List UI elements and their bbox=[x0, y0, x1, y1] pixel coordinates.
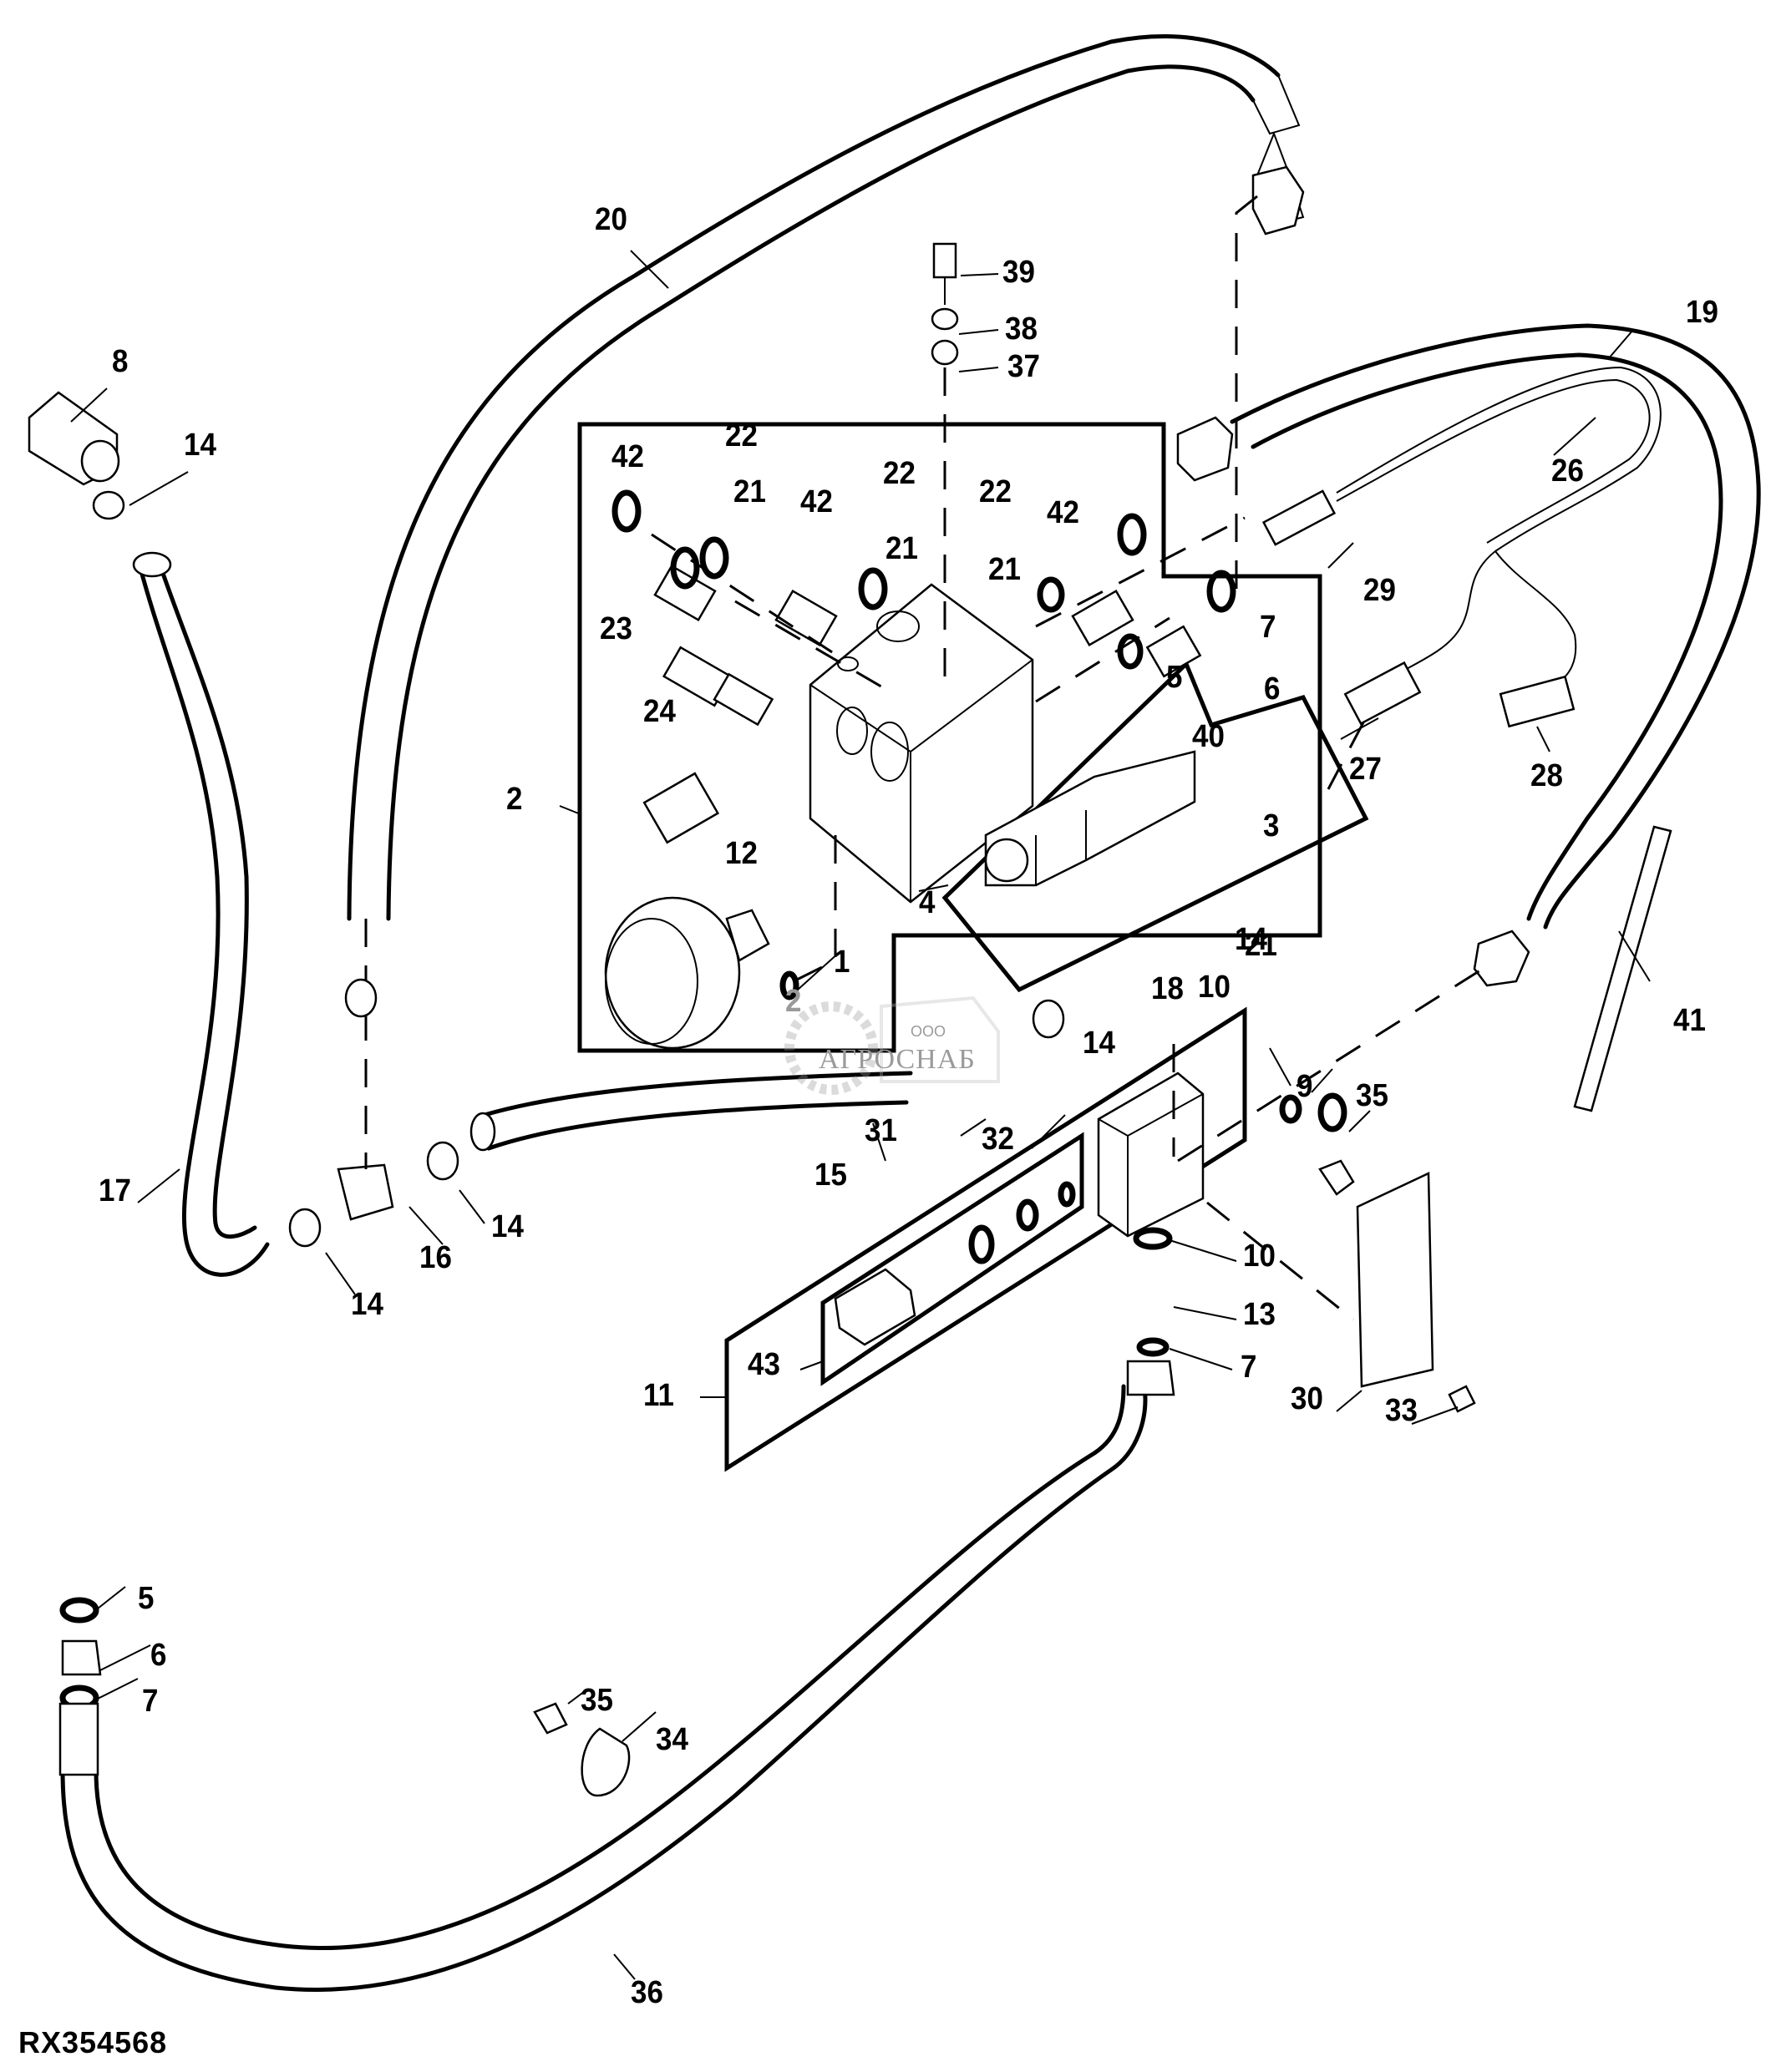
callout-5: 5 bbox=[138, 1581, 155, 1616]
callout-5: 5 bbox=[1166, 660, 1183, 695]
callout-43: 43 bbox=[748, 1347, 780, 1382]
callout-10: 10 bbox=[1243, 1239, 1276, 1274]
callout-32: 32 bbox=[982, 1122, 1014, 1157]
callout-8: 8 bbox=[112, 344, 129, 379]
callout-38: 38 bbox=[1005, 312, 1038, 347]
clamp-34 bbox=[533, 1702, 631, 1797]
watermark-prefix: ООО bbox=[911, 1023, 946, 1040]
callout-1: 1 bbox=[834, 945, 850, 980]
callout-23: 23 bbox=[600, 611, 632, 646]
callout-22: 22 bbox=[979, 474, 1012, 509]
cartridge-valves bbox=[642, 564, 1202, 844]
callout-22: 22 bbox=[883, 456, 916, 491]
hose-19 bbox=[1176, 323, 1761, 987]
callout-14: 14 bbox=[1235, 922, 1267, 957]
callout-15: 15 bbox=[814, 1158, 847, 1193]
callout-37: 37 bbox=[1007, 349, 1040, 384]
callout-7: 7 bbox=[142, 1684, 159, 1719]
hoses-17-15 bbox=[132, 551, 913, 1277]
callout-13: 13 bbox=[1243, 1297, 1276, 1332]
callout-20: 20 bbox=[595, 202, 627, 237]
wire-harness-26 bbox=[1261, 366, 1662, 728]
callout-21: 21 bbox=[885, 531, 918, 566]
solenoid-valve bbox=[984, 750, 1196, 887]
callout-28: 28 bbox=[1530, 758, 1563, 793]
callout-22: 22 bbox=[725, 418, 758, 453]
manifold-block bbox=[809, 583, 1034, 904]
callout-34: 34 bbox=[656, 1722, 688, 1757]
callout-3: 3 bbox=[1263, 808, 1280, 843]
accumulator bbox=[604, 896, 770, 1050]
callout-10: 10 bbox=[1198, 970, 1231, 1005]
hose-36 bbox=[58, 1360, 1175, 1993]
watermark-company-name: АГРОСНАБ bbox=[819, 1044, 976, 1075]
strip-41 bbox=[1573, 825, 1672, 1112]
callout-7: 7 bbox=[1260, 610, 1276, 645]
leader-lines bbox=[70, 250, 1651, 1980]
callout-42: 42 bbox=[611, 439, 644, 474]
callout-36: 36 bbox=[631, 1975, 663, 2010]
figure-id: RX354568 bbox=[18, 2025, 168, 2059]
pressure-switch bbox=[834, 1181, 1076, 1346]
port-block bbox=[1097, 1071, 1205, 1238]
hose-clamps bbox=[92, 490, 1065, 1248]
callout-17: 17 bbox=[99, 1173, 131, 1208]
callout-26: 26 bbox=[1551, 453, 1584, 489]
callout-16: 16 bbox=[419, 1240, 452, 1275]
box-2-frame bbox=[577, 422, 1322, 1053]
callout-42: 42 bbox=[800, 484, 833, 519]
assembly-lines bbox=[651, 516, 1484, 1163]
callout-40: 40 bbox=[1192, 719, 1225, 754]
callout-6: 6 bbox=[150, 1638, 167, 1673]
hose-20 bbox=[347, 34, 1305, 921]
callout-14: 14 bbox=[351, 1287, 383, 1322]
callout-21: 21 bbox=[988, 552, 1021, 587]
box-43-frame bbox=[820, 1132, 1084, 1386]
callout-7: 7 bbox=[1241, 1350, 1257, 1385]
callout-35: 35 bbox=[1356, 1078, 1388, 1113]
callout-12: 12 bbox=[725, 836, 758, 871]
watermark-logo-icon bbox=[784, 995, 1000, 1095]
callout-30: 30 bbox=[1291, 1381, 1323, 1416]
callout-24: 24 bbox=[643, 694, 676, 729]
callout-21: 21 bbox=[733, 474, 766, 509]
assembly-line bbox=[1222, 195, 1258, 603]
callout-19: 19 bbox=[1686, 295, 1718, 330]
callout-14: 14 bbox=[491, 1209, 524, 1244]
callout-14: 14 bbox=[184, 428, 216, 463]
callout-9: 9 bbox=[1296, 1069, 1313, 1104]
callout-42: 42 bbox=[1047, 495, 1079, 530]
callout-39: 39 bbox=[1002, 255, 1035, 290]
callout-41: 41 bbox=[1673, 1003, 1706, 1038]
bolt-stack bbox=[931, 242, 959, 693]
callout-27: 27 bbox=[1349, 752, 1382, 787]
box-11-frame bbox=[724, 1006, 1247, 1472]
callout-14: 14 bbox=[1083, 1026, 1115, 1061]
callout-4: 4 bbox=[919, 885, 936, 920]
callout-35: 35 bbox=[581, 1683, 613, 1718]
bracket-30 bbox=[1206, 1159, 1476, 1413]
callout-2: 2 bbox=[785, 984, 802, 1019]
fitting-8 bbox=[28, 391, 120, 486]
callout-18: 18 bbox=[1151, 971, 1184, 1006]
callout-21: 21 bbox=[1245, 928, 1277, 963]
callout-29: 29 bbox=[1363, 573, 1396, 608]
callout-31: 31 bbox=[865, 1113, 897, 1148]
callout-6: 6 bbox=[1264, 671, 1281, 707]
callout-2: 2 bbox=[506, 782, 523, 817]
callout-11: 11 bbox=[643, 1378, 674, 1413]
callout-33: 33 bbox=[1385, 1393, 1418, 1428]
